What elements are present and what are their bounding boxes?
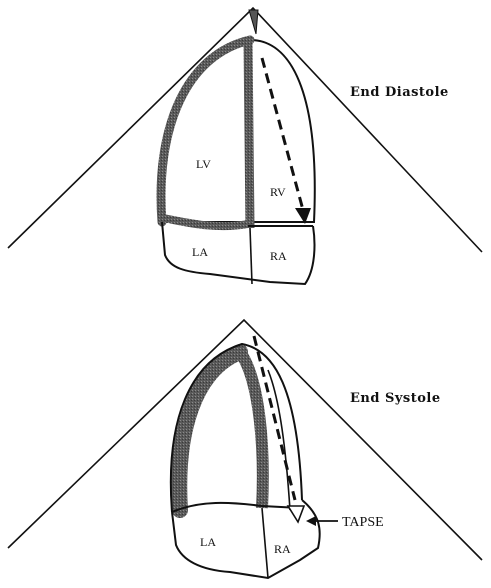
phase-label-end-systole: End Systole	[350, 391, 441, 406]
lv-wall-top	[161, 40, 250, 222]
label-ra-bottom: RA	[274, 542, 291, 556]
atria-outline-top	[162, 222, 314, 284]
phase-label-end-diastole: End Diastole	[350, 85, 449, 100]
atrial-septum-bottom	[262, 508, 268, 578]
heart-outline-top	[161, 40, 315, 222]
av-plane-bottom	[172, 503, 300, 512]
end-systole-panel: LA RA TAPSE End Systole	[8, 320, 482, 578]
transducer-apex-top	[249, 10, 258, 34]
label-la-bottom: LA	[200, 535, 216, 549]
end-diastole-panel: LV RV LA RA End Diastole	[8, 8, 482, 284]
septum-bottom	[240, 352, 263, 508]
label-ra-top: RA	[270, 249, 287, 263]
label-la-top: LA	[192, 245, 208, 259]
av-plane-top	[163, 218, 248, 226]
tapse-label: TAPSE	[342, 515, 384, 530]
label-lv: LV	[196, 157, 211, 171]
lv-wall-bottom	[179, 352, 240, 510]
label-rv: RV	[270, 185, 286, 199]
tapse-pointer-head	[306, 516, 316, 526]
septum-top	[248, 42, 250, 228]
atrial-septum-top	[250, 228, 252, 284]
rv-arrowhead-bottom	[288, 506, 304, 522]
